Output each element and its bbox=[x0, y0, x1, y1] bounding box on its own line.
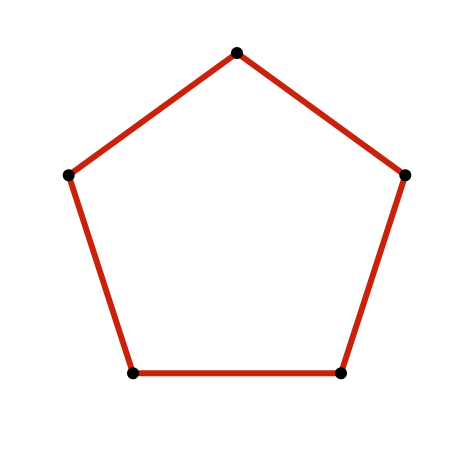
pentagon-edge-2 bbox=[338, 172, 409, 377]
pentagon-edge-1 bbox=[234, 50, 409, 179]
pentagon-edge-4 bbox=[65, 172, 136, 377]
pentagon-vertex-4 bbox=[127, 367, 139, 380]
pentagon-edges bbox=[65, 50, 409, 377]
pentagon-vertices bbox=[62, 47, 412, 380]
pentagon-edge-5 bbox=[65, 50, 240, 179]
pentagon-vertex-1 bbox=[231, 47, 243, 59]
pentagon-vertex-5 bbox=[62, 169, 75, 182]
pentagon-vertex-3 bbox=[335, 367, 347, 380]
pentagon-vertex-2 bbox=[399, 169, 412, 182]
